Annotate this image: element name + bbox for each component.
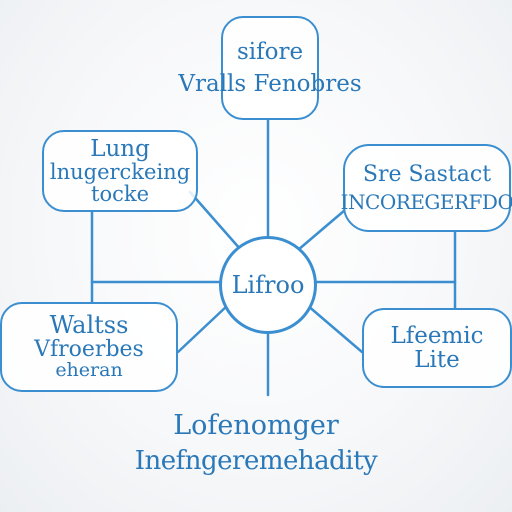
node-bottom-right-line1: Lfeemic <box>390 322 484 349</box>
node-bottom-left: Waltss Vfroerbes eheran <box>0 302 178 392</box>
node-left-line2: lnugerckeing <box>49 160 191 185</box>
connector-right <box>296 208 347 252</box>
node-top-line2: Vralls Fenobres <box>178 71 362 97</box>
bottom-caption-line1: Lofenomger <box>173 410 339 441</box>
connector-bus-right <box>315 230 457 284</box>
node-left-line1: Lung <box>90 135 150 162</box>
bottom-caption-line2: Inefngeremehadity <box>134 446 378 476</box>
center-node: Lifroo <box>219 236 317 334</box>
center-node-label: Lifroo <box>231 271 305 299</box>
node-bottom-left-line1: Waltss <box>49 310 129 339</box>
node-bottom-left-line2: Vfroerbes <box>34 337 144 363</box>
connector-left <box>188 190 243 252</box>
node-bottom-right: Lfeemic Lite <box>362 308 512 388</box>
node-top: sifore Vralls Fenobres <box>178 16 362 120</box>
connector-bus-left <box>90 210 221 284</box>
node-left-line3: tocke <box>91 182 149 207</box>
node-right-line1: Sre Sastact <box>362 161 492 187</box>
connector-bottom-right <box>305 303 364 354</box>
node-right: Sre Sastact INCOREGERFDO <box>340 144 512 232</box>
node-bottom-right-line2: Lite <box>414 347 460 373</box>
connector-bottom-left <box>176 303 230 354</box>
node-left: Lung lnugerckeing tocke <box>42 130 198 212</box>
node-right-line2: INCOREGERFDO <box>340 190 512 215</box>
node-bottom-left-line3: eheran <box>55 359 123 382</box>
node-top-line1: sifore <box>236 38 304 65</box>
